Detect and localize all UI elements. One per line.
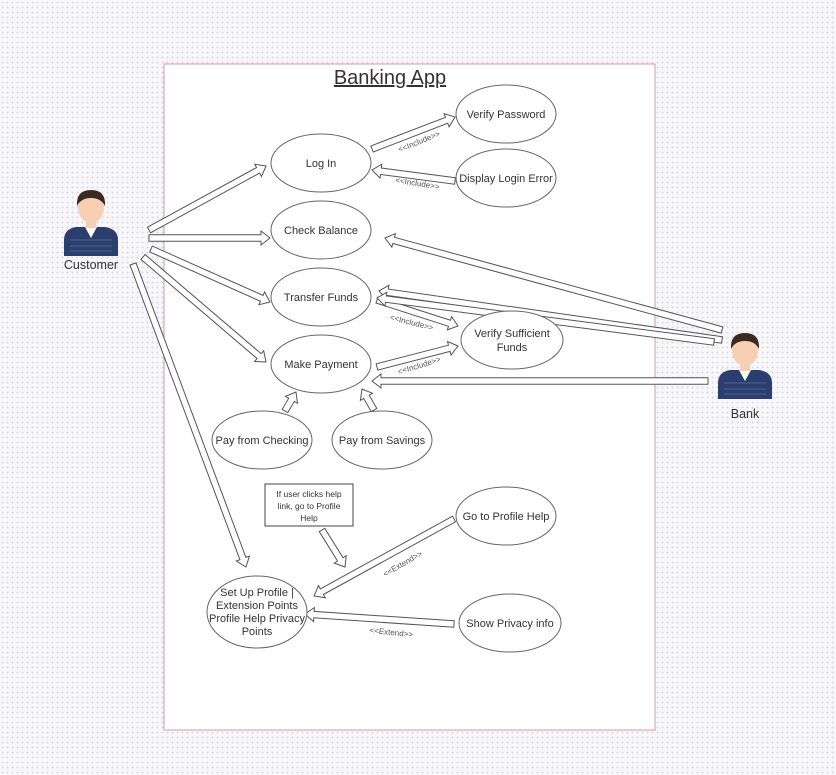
- arrow-note-to-set-up-profile: [318, 527, 347, 568]
- use-case-pay-from-savings[interactable]: Pay from Savings: [331, 410, 433, 470]
- arrow-bank-to-make-payment: [371, 372, 709, 390]
- arrow-bank-to-check-balance: [384, 232, 724, 334]
- use-case-transfer-funds[interactable]: Transfer Funds: [270, 267, 372, 327]
- use-case-label: Transfer Funds: [284, 292, 359, 304]
- arrow-make-payment-to-verify-funds: [375, 340, 459, 371]
- note-line-3: Help: [300, 513, 318, 523]
- use-case-label: Check Balance: [284, 225, 358, 237]
- note-line-1: If user clicks help: [276, 489, 341, 499]
- use-case-log-in[interactable]: Log In: [270, 133, 372, 193]
- actor-label: Customer: [64, 258, 118, 272]
- use-case-label: Go to Profile Help: [463, 511, 550, 523]
- use-case-label: Pay from Savings: [339, 435, 426, 447]
- arrow-pay-checking-to-make-payment: [281, 391, 299, 414]
- use-case-label-line-4: Points: [242, 626, 273, 638]
- use-case-label-line-2: Funds: [497, 342, 528, 354]
- use-case-label-line-1: Set Up Profile |: [220, 587, 294, 599]
- arrow-customer-to-set-up-profile: [129, 262, 251, 568]
- person-icon: [718, 333, 772, 399]
- arrow-customer-to-log-in: [146, 163, 267, 234]
- use-case-set-up-profile[interactable]: Set Up Profile | Extension Points Profil…: [206, 575, 308, 649]
- use-case-label: Log In: [306, 158, 337, 170]
- arrow-customer-to-check-balance: [148, 229, 271, 247]
- use-case-check-balance[interactable]: Check Balance: [270, 200, 372, 260]
- use-case-go-to-profile-help[interactable]: Go to Profile Help: [455, 486, 557, 546]
- use-case-label-line-1: Verify Sufficient: [474, 328, 550, 340]
- actor-label: Bank: [731, 407, 760, 421]
- relationship-arrows: [129, 112, 724, 628]
- use-case-show-privacy-info[interactable]: Show Privacy info: [458, 593, 562, 653]
- use-case-pay-from-checking[interactable]: Pay from Checking: [211, 410, 313, 470]
- arrow-display-login-error-to-log-in: [371, 163, 456, 185]
- actor-customer[interactable]: Customer: [64, 190, 118, 272]
- arrow-privacy-to-set-up-profile: [304, 606, 455, 628]
- use-case-label: Display Login Error: [459, 173, 553, 185]
- use-case-display-login-error[interactable]: Display Login Error: [455, 148, 557, 208]
- arrow-pay-savings-to-make-payment: [359, 388, 378, 413]
- use-case-label: Make Payment: [284, 359, 357, 371]
- arrow-customer-to-make-payment: [140, 253, 267, 363]
- help-note: If user clicks help link, go to Profile …: [264, 483, 354, 527]
- note-line-2: link, go to Profile: [278, 501, 341, 511]
- arrow-go-to-help-to-set-up-profile: [313, 515, 457, 599]
- person-icon: [64, 190, 118, 256]
- arrow-customer-to-transfer-funds: [149, 245, 271, 306]
- system-title: Banking App: [334, 67, 446, 89]
- arrow-log-in-to-verify-password: [370, 112, 456, 153]
- use-case-make-payment[interactable]: Make Payment: [270, 334, 372, 394]
- use-case-verify-password[interactable]: Verify Password: [455, 84, 557, 144]
- use-case-label-line-2: Extension Points: [216, 600, 298, 612]
- use-case-label: Verify Password: [467, 109, 546, 121]
- use-case-label: Pay from Checking: [216, 435, 309, 447]
- actor-bank[interactable]: Bank: [718, 333, 772, 421]
- use-case-label: Show Privacy info: [466, 618, 553, 630]
- use-case-label-line-3: Profile Help Privacy: [209, 613, 305, 625]
- use-case-verify-sufficient-funds[interactable]: Verify Sufficient Funds: [460, 310, 564, 370]
